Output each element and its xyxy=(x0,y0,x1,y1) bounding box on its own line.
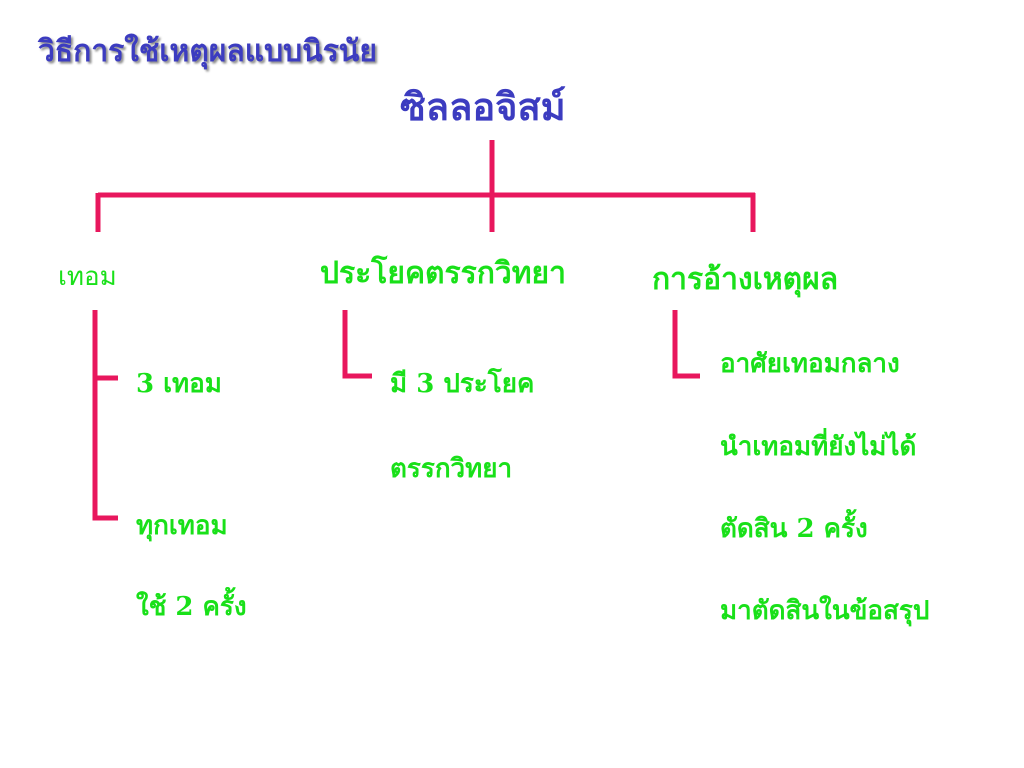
branch-label-logic-sentence: ประโยคตรรกวิทยา xyxy=(320,256,566,291)
logic-item-line1: มี 3 ประโยค xyxy=(390,369,535,399)
term-item-three-terms: 3 เทอม xyxy=(136,369,222,399)
term-item-all-terms-line1: ทุกเทอม xyxy=(136,511,228,541)
reasoning-item-line4: มาตัดสินในข้อสรุป xyxy=(720,596,930,626)
root-node-label: ซิลลอจิสม์ xyxy=(400,84,566,129)
branch-1-connector xyxy=(92,310,118,521)
reasoning-item-line3: ตัดสิน 2 ครั้ง xyxy=(720,514,868,544)
branch-label-reasoning: การอ้างเหตุผล xyxy=(652,262,839,297)
branch-label-term: เทอม xyxy=(58,262,117,292)
branch-3-connector xyxy=(672,310,700,379)
reasoning-item-line2: นำเทอมที่ยังไม่ได้ xyxy=(720,432,917,462)
reasoning-item-line1: อาศัยเทอมกลาง xyxy=(720,349,900,379)
slide-title: วิธีการใช้เหตุผลแบบนิรนัย xyxy=(38,34,377,69)
branch-2-connector xyxy=(342,310,372,379)
logic-item-line2: ตรรกวิทยา xyxy=(390,454,513,484)
term-item-all-terms-line2: ใช้ 2 ครั้ง xyxy=(136,592,247,622)
